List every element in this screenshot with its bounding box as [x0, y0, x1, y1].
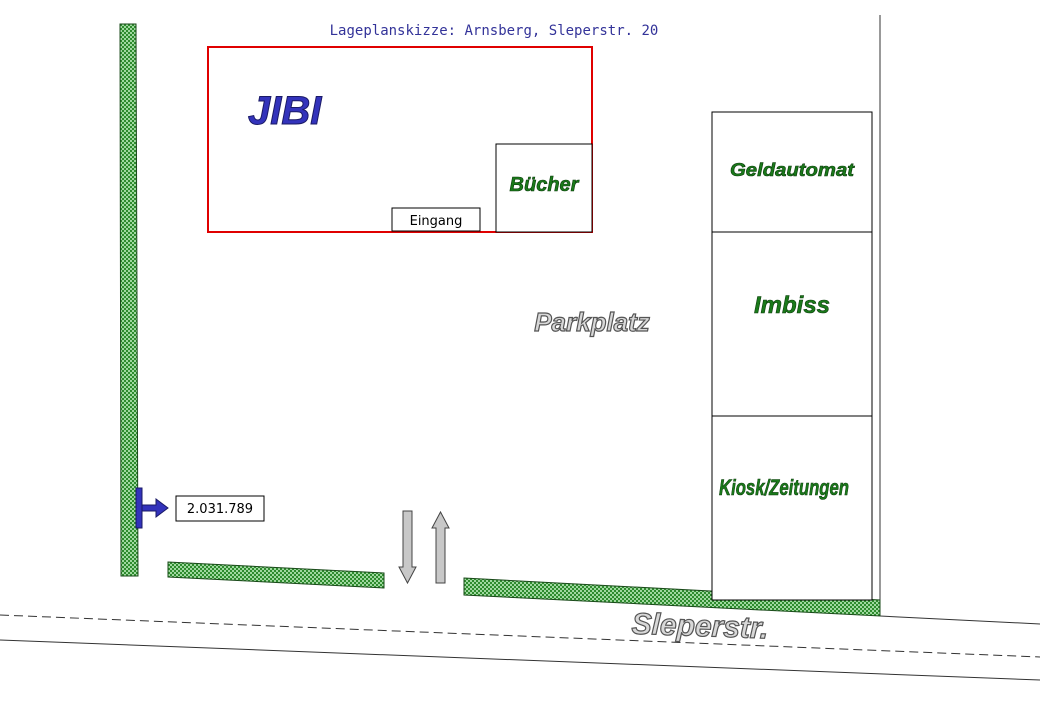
entrance-box — [391, 207, 481, 232]
street-label: Sleperstr. — [631, 608, 769, 646]
shop-kiosk — [711, 415, 873, 601]
road-edge — [0, 639, 1040, 681]
store-logo: JIBI — [248, 89, 322, 133]
arrow-down-icon — [398, 510, 417, 585]
road-centerline — [0, 614, 1040, 658]
shop-atm-label: Geldautomat — [730, 160, 855, 180]
shop-snack-bar-label: Imbiss — [754, 292, 830, 319]
hedge-left — [119, 23, 139, 577]
shop-atm — [711, 111, 873, 233]
entrance-label: Eingang — [410, 214, 463, 229]
marker-label: 2.031.789 — [187, 502, 253, 517]
arrow-up-icon — [431, 510, 450, 584]
shop-snack-bar — [711, 231, 873, 417]
location-marker-icon — [135, 487, 169, 529]
shop-kiosk-label: Kiosk/Zeitungen — [719, 475, 849, 500]
marker-label-box — [175, 495, 265, 522]
hedge-bottom-left — [167, 561, 385, 589]
books-label: Bücher — [510, 174, 580, 196]
plan-title: Lageplanskizze: Arnsberg, Sleperstr. 20 — [330, 23, 659, 39]
parking-label: Parkplatz — [534, 307, 650, 337]
books-section — [495, 143, 593, 233]
road-edge-upper — [879, 615, 1040, 625]
